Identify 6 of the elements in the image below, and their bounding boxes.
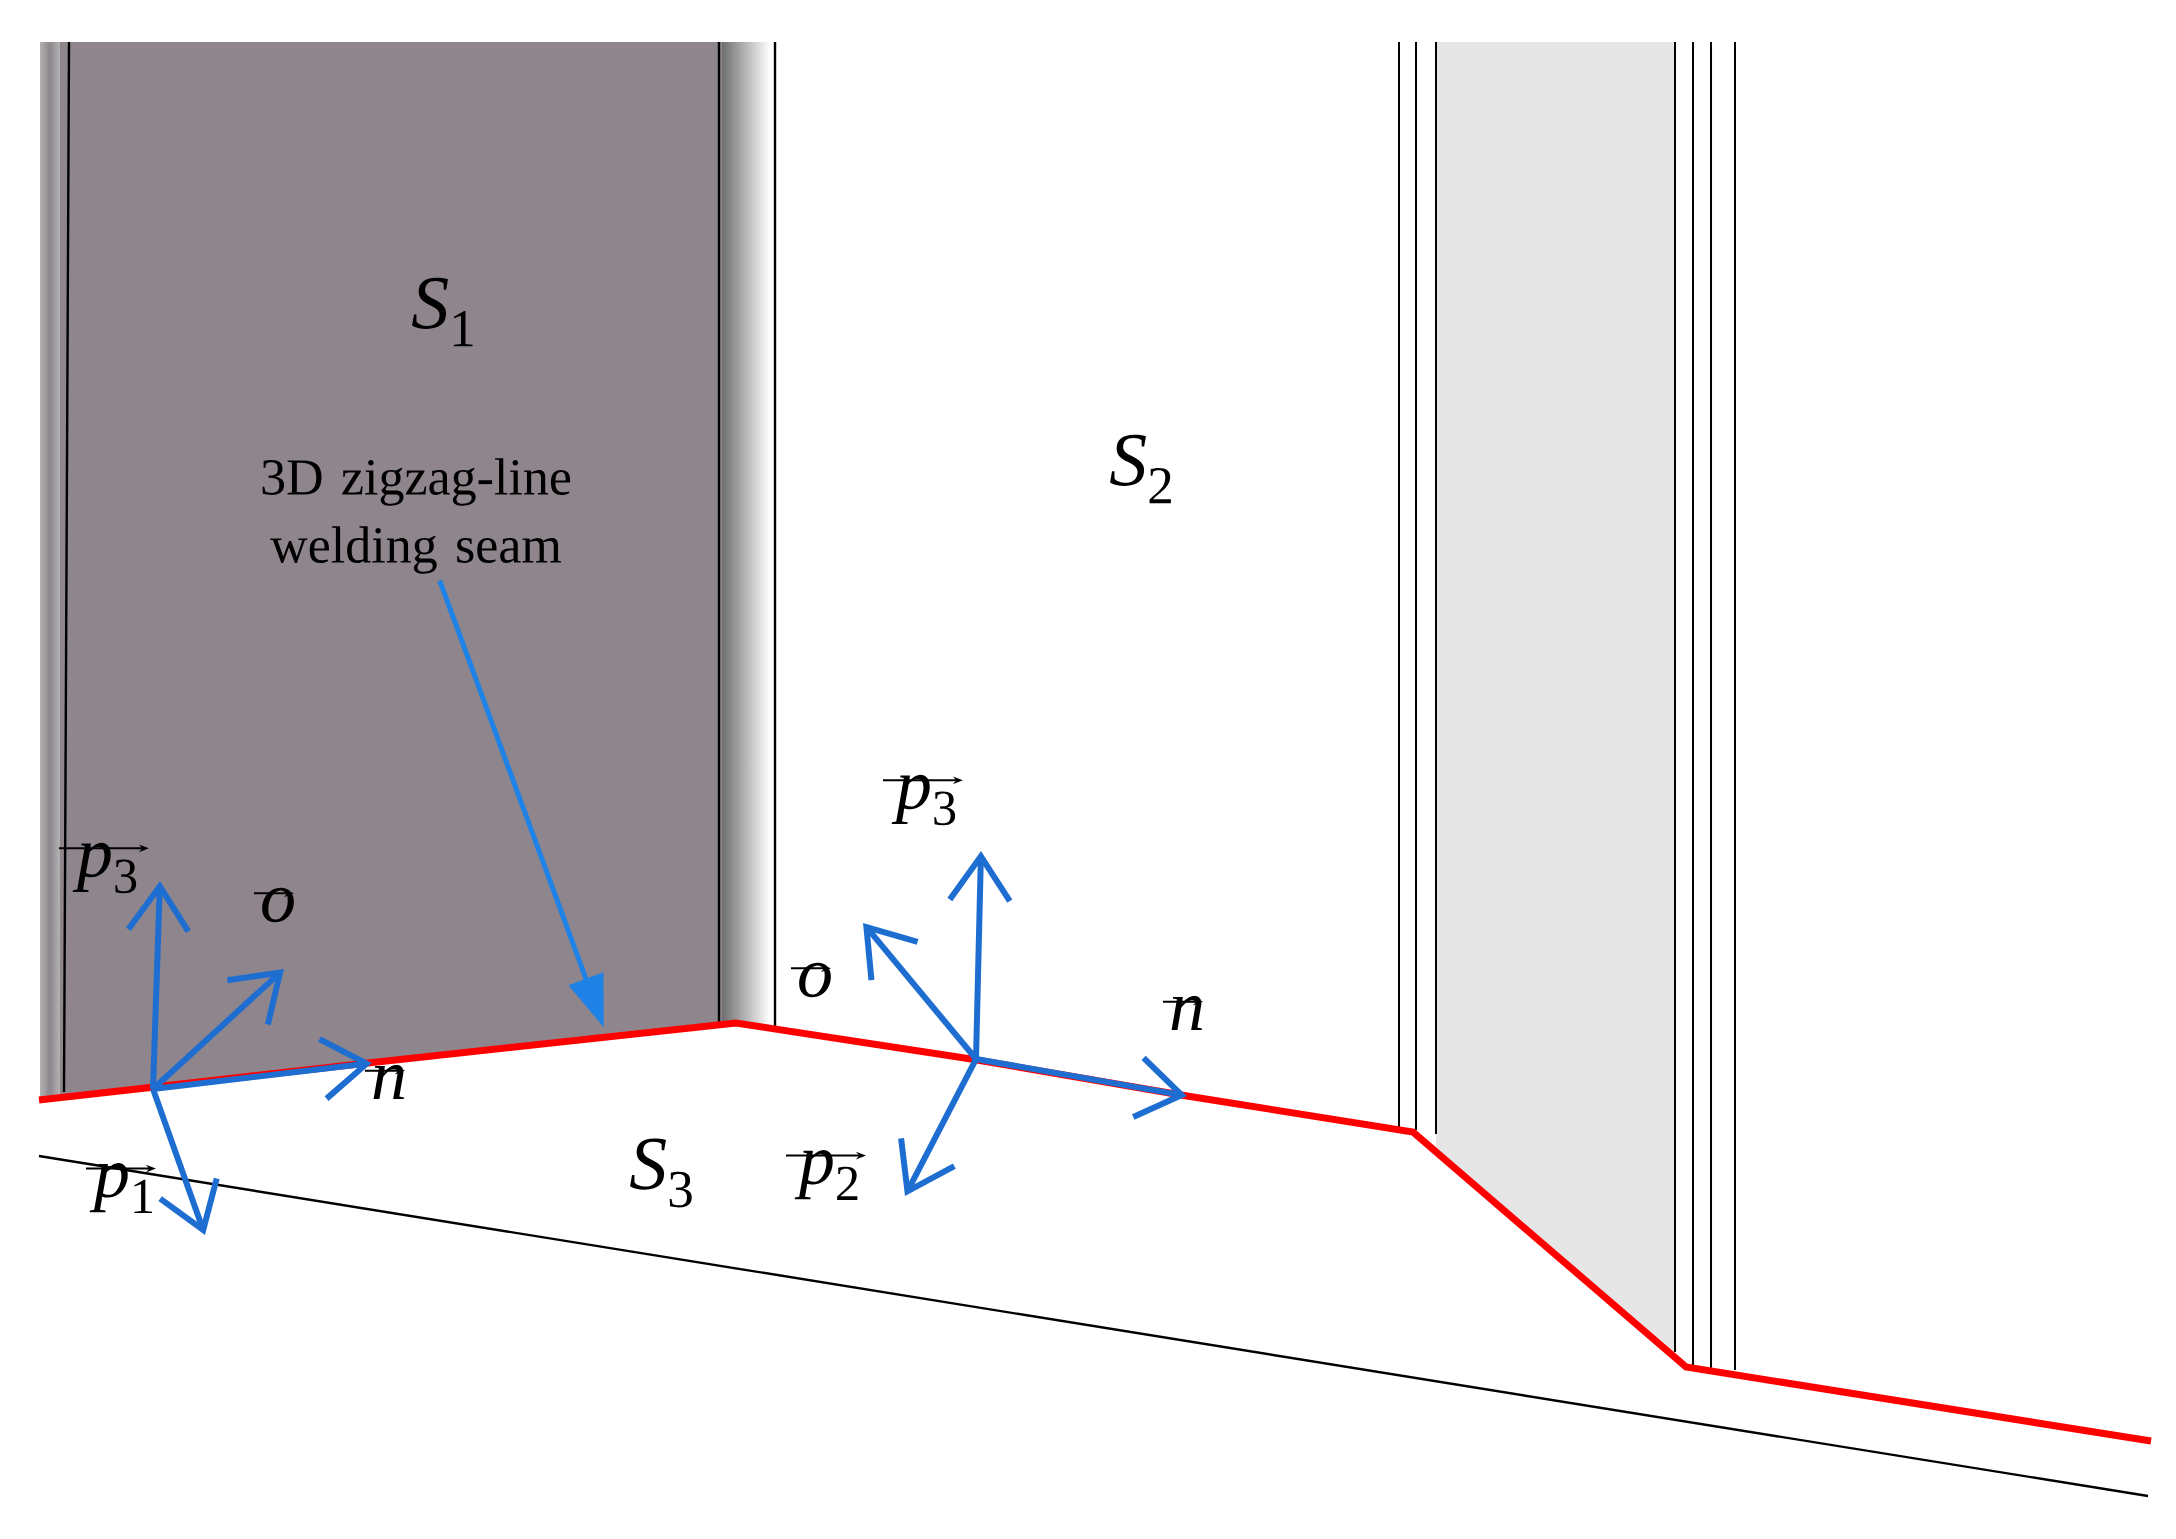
surface-label: S$_{1}$ <box>412 277 473 347</box>
vector-label: o <box>253 887 294 923</box>
surface-label: S$_{3}$ <box>630 1138 692 1208</box>
vector-label: o <box>790 962 831 998</box>
surface-label: S$_{2}$ <box>1110 434 1171 504</box>
callout-text: 3D zigzag-line welding seam <box>262 458 571 574</box>
